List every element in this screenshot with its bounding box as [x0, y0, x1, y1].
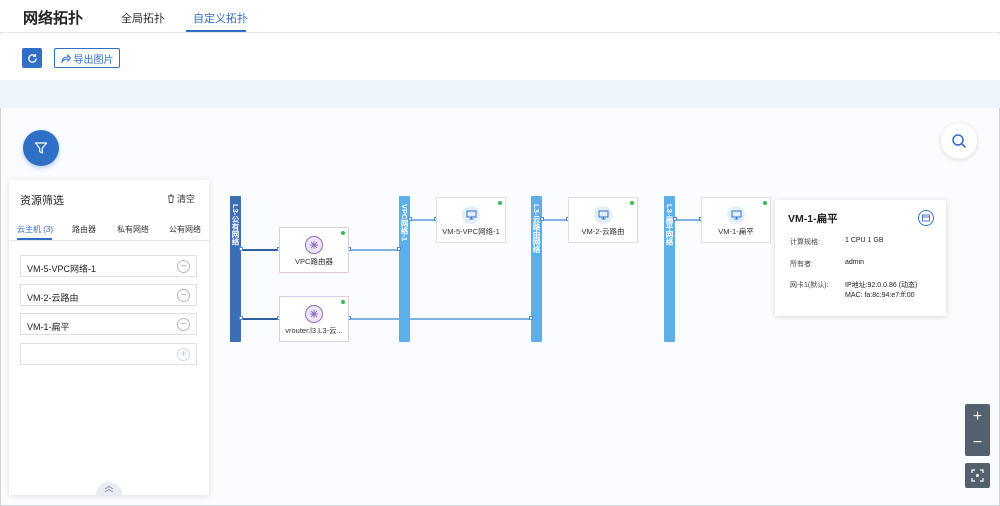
router-icon	[305, 305, 323, 323]
active-tab-indicator	[186, 30, 246, 32]
collapse-panel-button[interactable]	[96, 482, 122, 495]
panel-tab-routers[interactable]: 路由器	[72, 225, 96, 234]
info-card-title: VM-1-扁平	[788, 213, 838, 225]
link-cloud-net-vm2	[542, 219, 568, 221]
add-item-button[interactable]: +	[177, 348, 190, 361]
panel-tab-public-networks[interactable]: 公有网络	[169, 225, 201, 234]
share-arrow-icon	[60, 53, 71, 63]
monitor-icon	[594, 206, 612, 224]
node-label: vrouter.l3.L3-云...	[285, 326, 343, 335]
node-label: VM-5-VPC网络-1	[442, 227, 500, 236]
refresh-button[interactable]	[22, 48, 42, 68]
search-button[interactable]	[941, 123, 977, 159]
zoom-in-button[interactable]: +	[972, 408, 983, 425]
remove-item-button[interactable]: −	[177, 260, 190, 273]
zoom-out-button[interactable]: −	[972, 434, 983, 451]
resource-item: VM-1-扁平 −	[20, 313, 197, 335]
port	[540, 217, 544, 221]
panel-tab-vms[interactable]: 云主机 (3)	[17, 225, 53, 234]
resource-item-label: VM-2-云路由	[27, 293, 79, 303]
page-title: 网络拓扑	[23, 10, 84, 27]
link-vrouter-cloud-net	[349, 318, 532, 320]
port	[239, 247, 243, 251]
resource-item-label: VM-5-VPC网络-1	[27, 264, 97, 274]
vm-node-vm5[interactable]: VM-5-VPC网络-1	[436, 197, 506, 243]
node-label: VM-2-云路由	[581, 227, 625, 236]
clear-button[interactable]: 清空	[167, 192, 195, 205]
page-header: 网络拓扑 全局拓扑 自定义拓扑	[0, 0, 1000, 33]
detail-icon	[922, 214, 930, 222]
resource-item-empty[interactable]: +	[20, 343, 197, 365]
fit-screen-icon	[971, 469, 984, 482]
monitor-icon	[462, 206, 480, 224]
node-label: VM-1-扁平	[718, 227, 754, 236]
open-detail-button[interactable]	[918, 210, 934, 226]
link-flat-net-vm1	[675, 219, 701, 221]
info-band	[0, 80, 1000, 108]
monitor-icon	[727, 206, 745, 224]
info-key: 所有者:	[790, 261, 813, 268]
status-online-dot	[498, 201, 502, 205]
filter-button[interactable]	[23, 130, 59, 166]
link-public-vpc-router	[241, 249, 279, 251]
remove-item-button[interactable]: −	[177, 289, 190, 302]
toolbar: 导出图片	[0, 34, 1000, 80]
panel-active-tab-indicator	[17, 238, 52, 240]
vm-info-card: VM-1-扁平 计算规格: 1 CPU 1 GB 所有者: admin 网卡1(…	[775, 200, 946, 316]
vm-node-vm1[interactable]: VM-1-扁平	[701, 197, 771, 243]
panel-tab-private-networks[interactable]: 私有网络	[117, 225, 149, 234]
info-value: 1 CPU 1 GB	[845, 237, 884, 244]
resource-filter-panel: 资源筛选 清空 云主机 (3) 路由器 私有网络 公有网络 VM-5-VPC网络…	[9, 180, 209, 495]
router-icon	[305, 236, 323, 254]
router-node-vpc[interactable]: VPC路由器	[279, 227, 349, 273]
link-public-vrouter	[241, 318, 279, 320]
panel-tab-divider	[9, 240, 209, 241]
router-node-vrouter[interactable]: vrouter.l3.L3-云...	[279, 296, 349, 342]
port	[673, 217, 677, 221]
status-online-dot	[341, 300, 345, 304]
port	[239, 316, 243, 320]
refresh-icon	[27, 53, 37, 63]
network-label: L3-扁平网络	[665, 204, 674, 246]
export-image-label: 导出图片	[73, 54, 114, 66]
panel-title: 资源筛选	[20, 195, 64, 207]
network-bar-public[interactable]: L3-公有网络	[230, 196, 241, 342]
tab-custom-topology[interactable]: 自定义拓扑	[193, 13, 248, 25]
chevron-up-icon	[104, 485, 114, 492]
network-label: L3-公有网络	[231, 204, 240, 246]
info-value: IP地址:92.0.0.86 (动态)	[845, 282, 918, 289]
search-icon	[952, 134, 966, 148]
network-bar-vpc[interactable]: VPC网络-1	[399, 196, 410, 342]
remove-item-button[interactable]: −	[177, 318, 190, 331]
port	[529, 316, 533, 320]
port	[408, 217, 412, 221]
zoom-controls: + −	[965, 404, 990, 456]
info-key: 计算规格:	[790, 239, 820, 246]
fit-view-button[interactable]	[965, 463, 990, 488]
filter-icon	[34, 142, 48, 154]
export-image-button[interactable]: 导出图片	[54, 48, 120, 68]
node-label: VPC路由器	[295, 257, 333, 266]
link-vpc-net-vm5	[410, 219, 436, 221]
info-key: 网卡1(默认):	[790, 282, 829, 289]
clear-label: 清空	[176, 194, 195, 204]
resource-item-label: VM-1-扁平	[27, 322, 70, 332]
status-online-dot	[763, 201, 767, 205]
network-bar-flat[interactable]: L3-扁平网络	[664, 196, 675, 342]
status-online-dot	[341, 231, 345, 235]
network-label: VPC网络-1	[400, 204, 409, 242]
tab-global-topology[interactable]: 全局拓扑	[121, 13, 165, 25]
vm-node-vm2[interactable]: VM-2-云路由	[568, 197, 638, 243]
port	[397, 247, 401, 251]
resource-item: VM-5-VPC网络-1 −	[20, 255, 197, 277]
network-label: L3-云路由网络	[532, 204, 541, 253]
trash-icon	[167, 194, 174, 203]
info-value: admin	[845, 259, 865, 266]
link-vpc-router-vpc-net	[349, 249, 400, 251]
info-mac-value: MAC: fa:8c:94:e7:ff:00	[845, 292, 915, 299]
resource-item: VM-2-云路由 −	[20, 284, 197, 306]
status-online-dot	[630, 201, 634, 205]
network-bar-cloud-route[interactable]: L3-云路由网络	[531, 196, 542, 342]
